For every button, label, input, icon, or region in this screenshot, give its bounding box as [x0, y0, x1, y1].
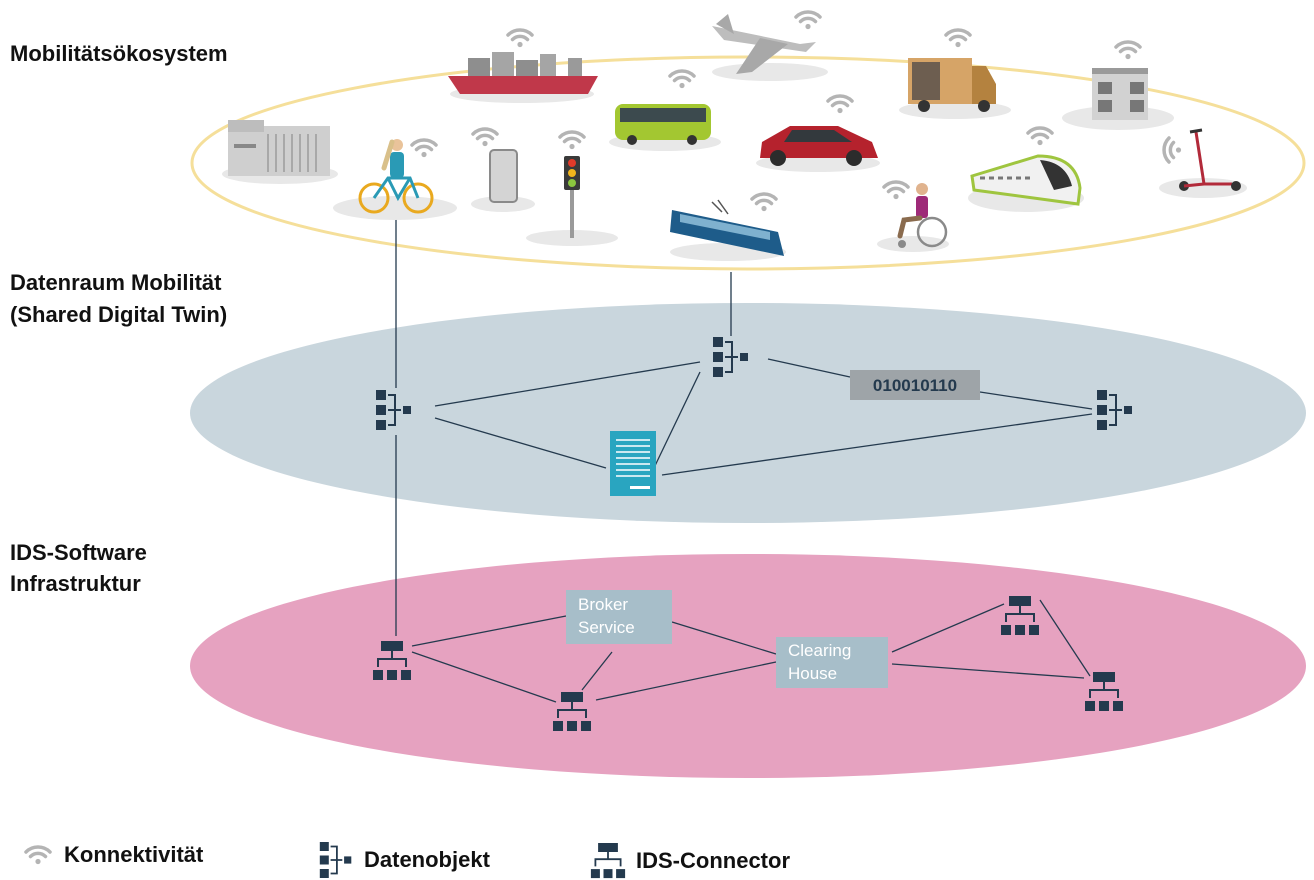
- airplane-wifi-icon: [794, 10, 822, 31]
- airplane-icon: [712, 14, 828, 81]
- binary-data-label: 010010110: [850, 370, 980, 400]
- delivery-truck-icon: [899, 58, 1011, 119]
- smartphone-wifi-icon: [471, 127, 499, 148]
- dataspace-layer-label-line1: Datenraum Mobilität: [10, 270, 222, 295]
- e-scooter-icon: [1159, 128, 1247, 198]
- bicycle-wifi-icon: [410, 138, 438, 159]
- dataspace-disc: [190, 303, 1306, 523]
- legend-ids-connector-label: IDS-Connector: [636, 848, 790, 873]
- svg-text:House: House: [788, 664, 837, 683]
- cargo-ship-wifi-icon: [506, 28, 534, 49]
- dataspace-layer-label-line2: (Shared Digital Twin): [10, 302, 228, 327]
- cargo-ship-icon: [448, 52, 598, 103]
- delivery-truck-wifi-icon: [944, 28, 972, 49]
- traffic-light-wifi-icon: [558, 130, 586, 151]
- dataspace-links: [434, 358, 1093, 476]
- wifi-icon: [24, 845, 52, 866]
- tram-wifi-icon: [750, 192, 778, 213]
- high-speed-train-wifi-icon: [1026, 126, 1054, 147]
- bus-icon: [609, 104, 721, 151]
- e-scooter-wifi-icon: [1162, 136, 1183, 164]
- wheelchair-icon: [877, 183, 949, 252]
- svg-text:010010110: 010010110: [873, 376, 957, 395]
- legend-data-object-label: Datenobjekt: [364, 847, 490, 872]
- car-icon: [756, 126, 880, 172]
- car-wifi-icon: [826, 94, 854, 115]
- traffic-light-icon: [526, 156, 618, 246]
- svg-text:Service: Service: [578, 618, 635, 637]
- infrastructure-disc: [190, 554, 1306, 778]
- legend-ids-connector: IDS-Connector: [590, 842, 790, 880]
- svg-text:Clearing: Clearing: [788, 641, 851, 660]
- ids-connector-icon: [590, 842, 626, 879]
- high-speed-train-icon: [968, 154, 1084, 212]
- smartphone-icon: [471, 149, 535, 212]
- legend-connectivity: Konnektivität: [22, 842, 203, 868]
- ecosystem-layer-label: Mobilitätsökosystem: [10, 41, 228, 66]
- factory-icon: [222, 120, 338, 184]
- wheelchair-wifi-icon: [882, 180, 910, 201]
- tram-icon: [670, 199, 786, 261]
- svg-text:Broker: Broker: [578, 595, 628, 614]
- building-icon: [1062, 68, 1174, 130]
- data-object-icon: [318, 842, 353, 878]
- bus-wifi-icon: [668, 69, 696, 90]
- infrastructure-links: [411, 599, 1091, 703]
- building-wifi-icon: [1114, 40, 1142, 61]
- document-icon: [610, 431, 656, 496]
- infra-layer-label-line2: Infrastruktur: [10, 571, 141, 596]
- legend-data-object: Datenobjekt: [318, 842, 490, 878]
- infra-layer-label-line1: IDS-Software: [10, 540, 147, 565]
- bicycle-icon: [333, 139, 457, 220]
- legend-connectivity-label: Konnektivität: [64, 842, 204, 867]
- broker-service-box: Broker Service: [566, 590, 672, 644]
- clearing-house-box: Clearing House: [776, 637, 888, 688]
